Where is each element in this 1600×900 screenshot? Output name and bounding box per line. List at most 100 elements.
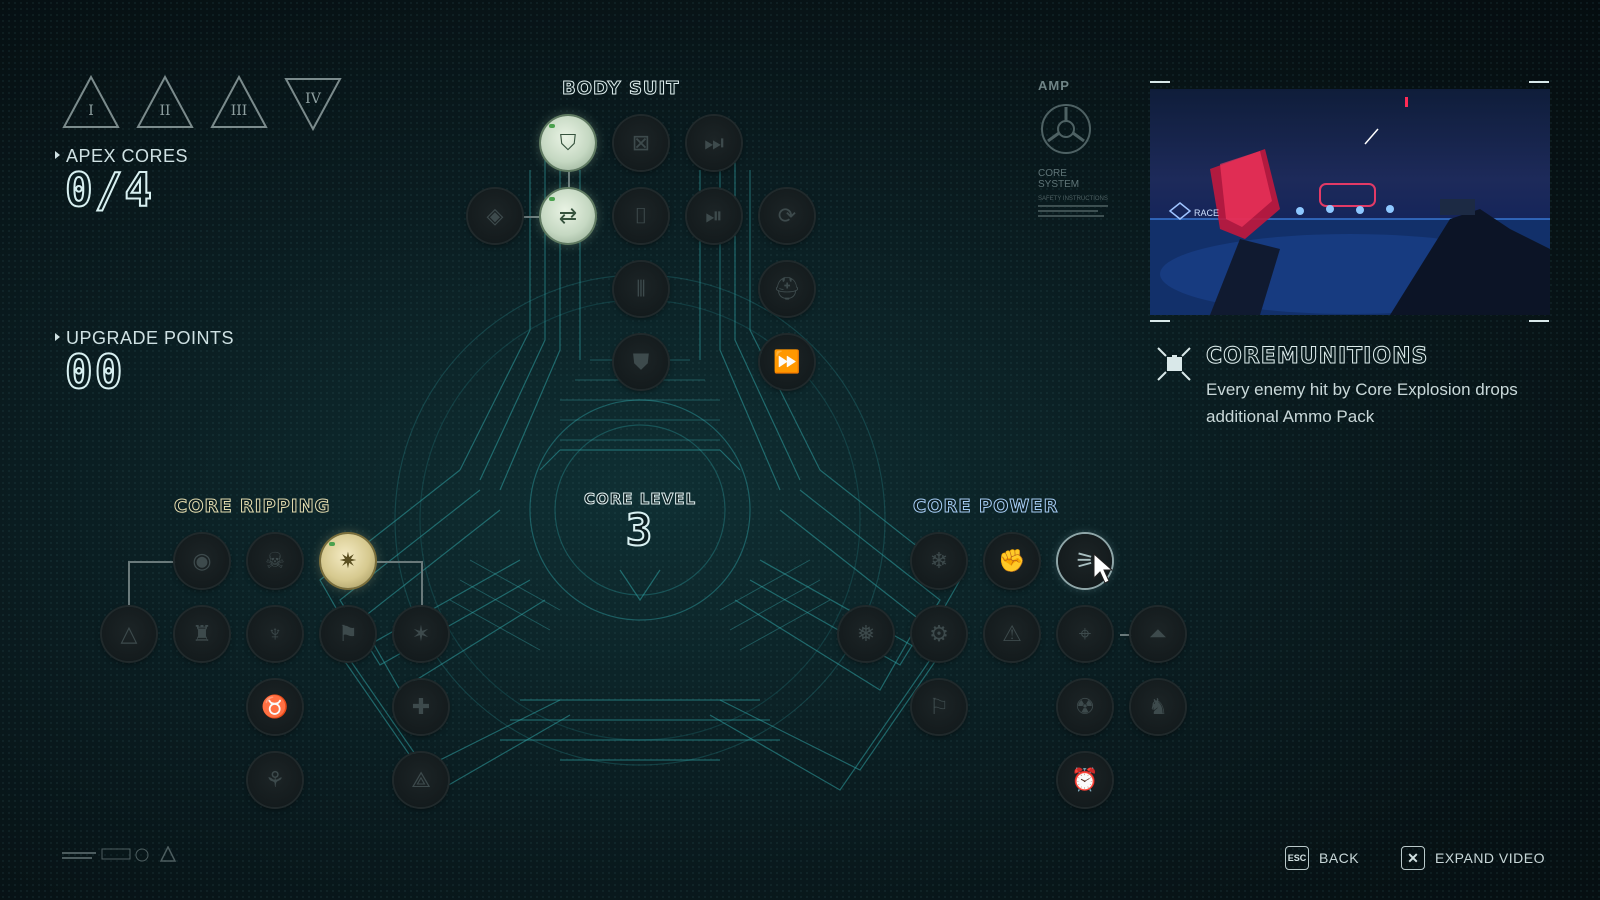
skull-gear-icon: ⚙ bbox=[929, 621, 949, 646]
armor-icon: ⛊ bbox=[632, 349, 650, 374]
skill-node-core-ripping-10[interactable]: ✚ bbox=[394, 680, 448, 734]
wing-icon: ⚘ bbox=[265, 767, 285, 792]
upgrade-points-stat: UPGRADE POINTS 00 bbox=[55, 328, 234, 399]
skill-node-core-power-5[interactable]: ⚙ bbox=[912, 607, 966, 661]
claw-icon: ♆ bbox=[266, 621, 284, 646]
skill-node-body-suit-11[interactable]: ⛊ bbox=[614, 335, 668, 389]
connector-line bbox=[1120, 634, 1134, 636]
apex-cores-label: APEX CORES bbox=[55, 146, 188, 167]
skill-node-body-suit-2[interactable]: ⊠ bbox=[614, 116, 668, 170]
skill-node-core-ripping-2[interactable]: ☠ bbox=[248, 534, 302, 588]
cross-frame-icon: ⊠ bbox=[631, 130, 651, 155]
triangle-icon: △ bbox=[120, 621, 138, 646]
snowflake-icon: ❄ bbox=[929, 548, 949, 573]
hint-back[interactable]: ESC BACK bbox=[1285, 846, 1359, 870]
skill-node-core-ripping-12[interactable]: ⟁ bbox=[394, 753, 448, 807]
skip-icon: ⏭ bbox=[704, 130, 724, 155]
tier-2-icon: II bbox=[136, 74, 194, 128]
svg-text:I: I bbox=[88, 103, 94, 119]
skill-node-core-ripping-7[interactable]: ⚑ bbox=[321, 607, 375, 661]
esc-key-icon: ESC bbox=[1285, 846, 1309, 870]
tier-3-icon: III bbox=[210, 74, 268, 128]
video-frame-corner bbox=[1529, 320, 1549, 322]
skill-node-core-power-8[interactable]: ⏶ bbox=[1131, 607, 1185, 661]
swap-arrows-icon: ⇄ bbox=[558, 203, 578, 228]
play-frame-icon: ⏯ bbox=[705, 203, 723, 228]
skill-node-body-suit-6[interactable]: ⌷ bbox=[614, 189, 668, 243]
svg-text:IV: IV bbox=[305, 91, 322, 107]
skill-node-body-suit-1[interactable]: ⛉ bbox=[541, 116, 595, 170]
skill-node-core-ripping-5[interactable]: ♜ bbox=[175, 607, 229, 661]
skill-node-core-ripping-9[interactable]: ♉ bbox=[248, 680, 302, 734]
connector-line bbox=[128, 561, 176, 563]
skill-node-core-ripping-1[interactable]: ◉ bbox=[175, 534, 229, 588]
skill-node-body-suit-10[interactable]: ⛑ bbox=[760, 262, 814, 316]
skill-node-core-ripping-4[interactable]: △ bbox=[102, 607, 156, 661]
skill-node-body-suit-3[interactable]: ⏭ bbox=[687, 116, 741, 170]
section-title-core-ripping: CORE RIPPING bbox=[173, 496, 331, 518]
upgrade-points-value: 00 bbox=[64, 345, 125, 399]
apex-cores-stat: APEX CORES 0/4 bbox=[55, 146, 188, 214]
connector-line bbox=[376, 561, 422, 563]
tier-4-icon: IV bbox=[284, 78, 342, 132]
spike-icon: ⟁ bbox=[411, 767, 431, 792]
hint-back-label: BACK bbox=[1319, 850, 1360, 866]
skill-node-body-suit-12[interactable]: ⏩ bbox=[760, 335, 814, 389]
hazard-icon: ⏶ bbox=[1149, 621, 1167, 646]
skill-node-core-ripping-3[interactable]: ✷ bbox=[321, 534, 375, 588]
expand-key-icon: ✕ bbox=[1401, 846, 1425, 870]
ability-description: Every enemy hit by Core Explosion drops … bbox=[1206, 380, 1518, 426]
core-level-value: 3 bbox=[625, 505, 655, 556]
skill-node-core-power-1[interactable]: ❄ bbox=[912, 534, 966, 588]
svg-text:II: II bbox=[159, 103, 170, 119]
ability-video-preview[interactable]: RACE bbox=[1150, 89, 1550, 315]
ability-title: COREMUNITIONS bbox=[1205, 344, 1429, 370]
skill-node-body-suit-8[interactable]: ⟳ bbox=[760, 189, 814, 243]
coremunitions-icon: ⚞ bbox=[1075, 548, 1095, 573]
tier-tab-2[interactable]: II bbox=[132, 72, 198, 134]
section-title-core-power: CORE POWER bbox=[912, 496, 1059, 518]
burst-icon: ✷ bbox=[338, 548, 358, 573]
video-frame-corner bbox=[1150, 320, 1170, 322]
tier-tab-1[interactable]: I bbox=[58, 72, 124, 134]
upgrade-points-label: UPGRADE POINTS bbox=[55, 328, 234, 349]
skill-node-body-suit-7[interactable]: ⏯ bbox=[687, 189, 741, 243]
section-title-body-suit: BODY SUIT bbox=[562, 78, 680, 100]
skill-node-core-ripping-6[interactable]: ♆ bbox=[248, 607, 302, 661]
hint-expand-video[interactable]: ✕EXPAND VIDEO bbox=[1401, 846, 1545, 870]
skill-node-core-power-6[interactable]: ⚠ bbox=[985, 607, 1039, 661]
coremunitions-icon bbox=[1157, 347, 1191, 381]
core-level-display: CORE LEVEL 3 bbox=[560, 490, 720, 556]
shield-arrow-icon: ⛉ bbox=[559, 130, 577, 155]
skill-node-core-power-7[interactable]: ⌖ bbox=[1058, 607, 1112, 661]
radiation-icon: ☢ bbox=[1075, 694, 1095, 719]
tier-1-icon: I bbox=[62, 74, 120, 128]
skill-node-core-power-4[interactable]: ❅ bbox=[839, 607, 893, 661]
tier-tab-4[interactable]: IV bbox=[280, 72, 346, 134]
bracket-icon: ⌷ bbox=[634, 203, 648, 228]
mouse-cursor-icon bbox=[1093, 552, 1114, 584]
core-level-label: CORE LEVEL bbox=[584, 490, 696, 509]
svg-text:III: III bbox=[231, 103, 248, 119]
amp-system-label: CORE SYSTEM bbox=[1038, 168, 1080, 190]
amp-core-icon bbox=[1041, 104, 1091, 154]
tier-tab-3[interactable]: III bbox=[206, 72, 272, 134]
tier-tabs: I II III IV bbox=[58, 72, 346, 134]
skill-node-core-power-2[interactable]: ✊ bbox=[985, 534, 1039, 588]
skill-node-core-power-10[interactable]: ☢ bbox=[1058, 680, 1112, 734]
skill-node-core-power-11[interactable]: ♞ bbox=[1131, 680, 1185, 734]
skill-node-core-ripping-11[interactable]: ⚘ bbox=[248, 753, 302, 807]
ammo-icon: ⦀ bbox=[636, 276, 646, 301]
connector-line bbox=[421, 561, 423, 607]
svg-text:RACE: RACE bbox=[1194, 208, 1219, 218]
warning-icon: ⚠ bbox=[1002, 621, 1022, 646]
skill-node-body-suit-9[interactable]: ⦀ bbox=[614, 262, 668, 316]
skill-node-body-suit-4[interactable]: ◈ bbox=[468, 189, 522, 243]
skill-node-core-ripping-8[interactable]: ✶ bbox=[394, 607, 448, 661]
skull-icon: ☠ bbox=[265, 548, 285, 573]
skill-node-core-power-9[interactable]: ⚐ bbox=[912, 680, 966, 734]
video-frame-corner bbox=[1529, 81, 1549, 83]
video-frame-corner bbox=[1150, 81, 1170, 83]
skill-node-core-power-12[interactable]: ⏰ bbox=[1058, 753, 1112, 807]
skill-node-body-suit-5[interactable]: ⇄ bbox=[541, 189, 595, 243]
